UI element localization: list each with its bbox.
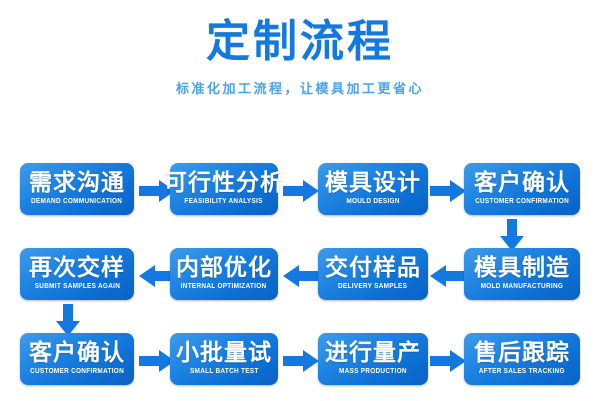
step-label-en: FEASIBILITY ANALYSIS [184,198,264,205]
arrow-left-icon [139,265,175,287]
step-box-internal-optimization[interactable]: 内部优化 INTERNAL OPTIMIZATION [170,248,278,300]
step-label-en: AFTER SALES TRACKING [478,368,566,375]
flow-row-3: 客户确认 CUSTOMER CONFIRMATION 小批量试 SMALL BA… [0,333,600,389]
flow-row-1: 需求沟通 DEMAND COMMUNICATION 可行性分析 FEASIBIL… [0,163,600,219]
step-label-cn: 再次交样 [29,255,125,281]
arrow-left-icon [283,265,319,287]
step-label-cn: 小批量试 [176,340,272,366]
step-box-customer-confirmation-2[interactable]: 客户确认 CUSTOMER CONFIRMATION [20,333,134,385]
step-box-mass-production[interactable]: 进行量产 MASS PRODUCTION [318,333,428,385]
step-box-feasibility-analysis[interactable]: 可行性分析 FEASIBILITY ANALYSIS [164,163,283,215]
step-label-cn: 需求沟通 [29,170,125,196]
step-box-mould-design[interactable]: 模具设计 MOULD DESIGN [318,163,428,215]
arrow-right-icon [430,350,466,372]
arrow-right-icon [283,350,319,372]
step-box-demand-communication[interactable]: 需求沟通 DEMAND COMMUNICATION [20,163,134,215]
step-label-cn: 客户确认 [474,170,570,196]
step-label-en: MASS PRODUCTION [339,368,407,375]
arrow-right-icon [139,350,175,372]
step-label-en: MOLD MANUFACTURING [480,283,564,290]
step-label-en: DEMAND COMMUNICATION [31,198,123,205]
step-label-en: DELIVERY SAMPLES [338,283,408,290]
arrow-left-icon [430,265,466,287]
step-label-cn: 客户确认 [29,340,125,366]
step-label-en: SUBMIT SAMPLES AGAIN [34,283,120,290]
arrow-right-icon [430,180,466,202]
step-label-cn: 售后跟踪 [474,340,570,366]
step-label-en: CUSTOMER CONFIRMATION [475,198,569,205]
step-box-mold-manufacturing[interactable]: 模具制造 MOLD MANUFACTURING [464,248,580,300]
step-box-customer-confirmation-1[interactable]: 客户确认 CUSTOMER CONFIRMATION [464,163,580,215]
page-title: 定制流程 [206,16,394,67]
arrow-down-icon [500,219,524,251]
flow-row-2: 再次交样 SUBMIT SAMPLES AGAIN 内部优化 INTERNAL … [0,248,600,304]
step-label-en: INTERNAL OPTIMIZATION [181,283,267,290]
step-label-en: CUSTOMER CONFIRMATION [30,368,124,375]
arrow-right-icon [283,180,319,202]
step-box-delivery-samples[interactable]: 交付样品 DELIVERY SAMPLES [318,248,428,300]
step-label-en: SMALL BATCH TEST [189,368,259,375]
step-label-en: MOULD DESIGN [346,198,400,205]
step-label-cn: 交付样品 [325,255,421,281]
step-label-cn: 内部优化 [176,255,272,281]
step-box-after-sales-tracking[interactable]: 售后跟踪 AFTER SALES TRACKING [464,333,580,385]
page-subtitle: 标准化加工流程，让模具加工更省心 [175,82,424,97]
step-box-submit-samples-again[interactable]: 再次交样 SUBMIT SAMPLES AGAIN [20,248,134,300]
step-box-small-batch-test[interactable]: 小批量试 SMALL BATCH TEST [170,333,278,385]
step-label-cn: 可行性分析 [164,170,284,196]
step-label-cn: 模具制造 [474,255,570,281]
step-label-cn: 模具设计 [325,170,421,196]
header: 定制流程 标准化加工流程，让模具加工更省心 [0,0,600,98]
arrow-down-icon [56,304,80,336]
step-label-cn: 进行量产 [325,340,421,366]
arrow-right-icon [139,180,175,202]
